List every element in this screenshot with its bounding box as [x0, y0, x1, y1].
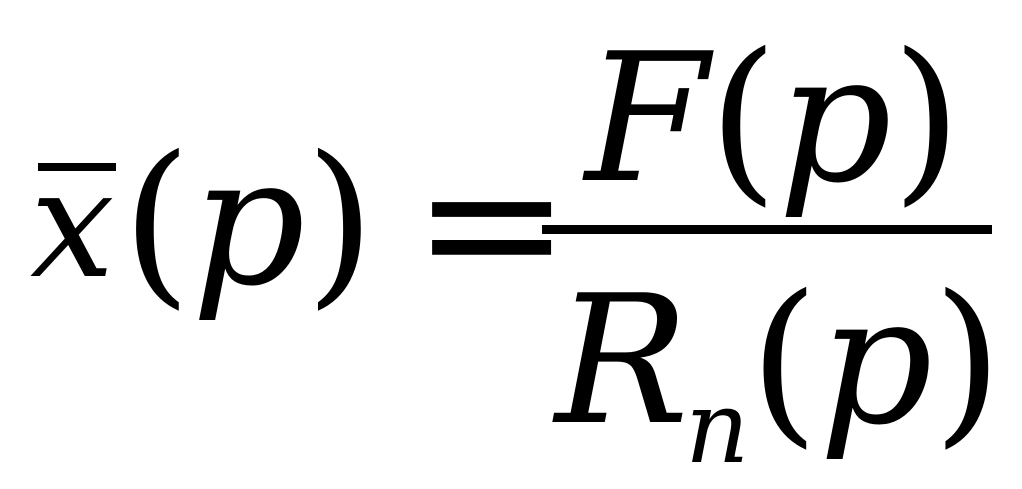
lhs-open-paren: ( — [122, 118, 192, 325]
numerator-close-paren: ) — [891, 15, 962, 222]
numerator-function: F — [585, 15, 709, 222]
numerator-argument: p — [777, 15, 892, 222]
lhs-argument: p — [191, 118, 306, 325]
denominator-close-paren: ) — [932, 257, 1003, 464]
numerator: F(p) — [585, 30, 961, 208]
denominator-subscript: n — [685, 369, 750, 486]
denominator-open-paren: ( — [749, 257, 819, 464]
denominator: Rn(p) — [555, 272, 1002, 478]
denominator-argument: p — [818, 257, 933, 464]
fraction-bar — [542, 225, 992, 234]
equals-sign: = — [412, 112, 572, 333]
lhs-argument-group: (p) — [122, 133, 375, 311]
lhs-variable: x — [30, 138, 115, 312]
denominator-function: R — [555, 257, 690, 464]
lhs-close-paren: ) — [305, 118, 375, 325]
numerator-open-paren: ( — [708, 15, 778, 222]
overbar — [38, 163, 116, 171]
